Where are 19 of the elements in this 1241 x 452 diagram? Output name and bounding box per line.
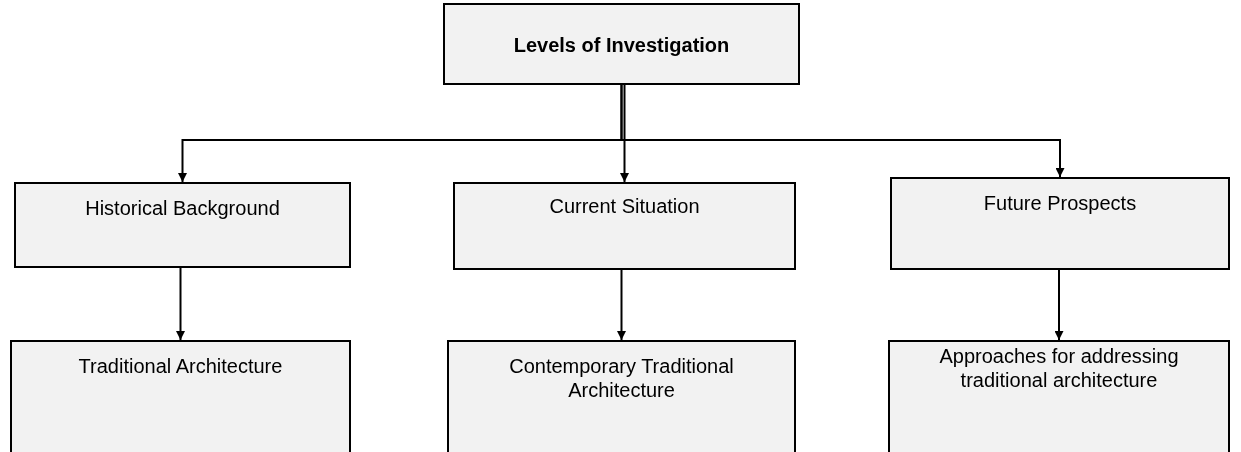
- arrow: [620, 84, 1065, 178]
- box-label: Levels of Investigation: [513, 33, 730, 57]
- process-box: [443, 3, 800, 85]
- arrow: [176, 267, 185, 341]
- arrow: [620, 84, 629, 183]
- box-label: Current Situation: [549, 194, 700, 218]
- process-box: [453, 182, 796, 270]
- arrow: [617, 269, 626, 341]
- process-box: [888, 340, 1230, 452]
- box-label: Future Prospects: [983, 191, 1137, 215]
- process-box: [14, 182, 351, 268]
- process-box: [447, 340, 796, 452]
- box-label: Contemporary Traditional Architecture: [508, 354, 735, 402]
- process-box: [10, 340, 351, 452]
- box-label: Historical Background: [85, 196, 280, 220]
- box-label: Traditional Architecture: [78, 354, 283, 378]
- box-label: Approaches for addressing traditional architecture: [938, 344, 1180, 392]
- process-box: [890, 177, 1230, 270]
- arrow: [1054, 269, 1064, 341]
